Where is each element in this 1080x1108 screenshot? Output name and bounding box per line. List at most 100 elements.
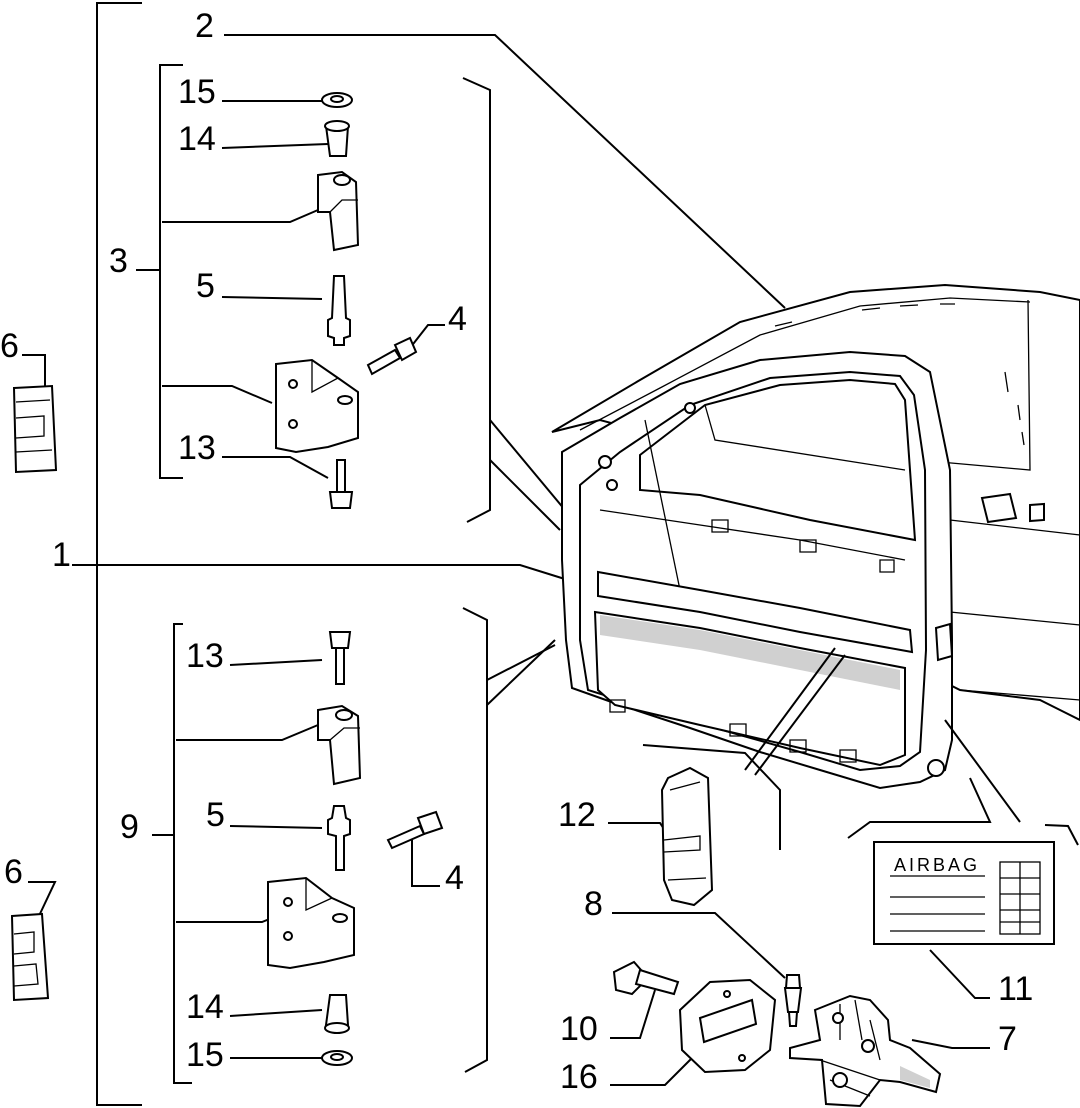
callout-15-lower: 15 [186, 1036, 224, 1074]
leader-5b [229, 825, 323, 829]
bracket-upper-right [462, 77, 491, 523]
striker-plate-16-hole-a [723, 990, 731, 998]
callout-15-upper: 15 [178, 73, 216, 111]
leader-16 [610, 1049, 701, 1086]
hinge-hole-e [283, 931, 293, 941]
door-lock-recess [1029, 502, 1045, 523]
screw-13a-head [328, 491, 354, 509]
callout-1: 1 [52, 536, 71, 574]
callout-12: 12 [558, 796, 596, 834]
callout-10: 10 [560, 1010, 598, 1048]
callout-5-lower: 5 [206, 796, 225, 834]
clip-6b-slots [13, 931, 39, 987]
door-window-guide [644, 419, 681, 591]
callout-8: 8 [584, 885, 603, 923]
bolt-8-body [783, 987, 803, 1013]
leader-6b [28, 881, 57, 919]
door-lock-7-shade [900, 1066, 930, 1088]
screw-13a-shank [336, 459, 346, 493]
striker-plate-16-slot [698, 998, 758, 1044]
airbag-pointer-c [944, 719, 1021, 823]
leader-5a [221, 296, 323, 300]
hinge-hole-c [337, 395, 353, 405]
airbag-pointer-a [847, 777, 992, 839]
callout-16: 16 [560, 1058, 598, 1096]
bolt-8-tip [787, 1011, 799, 1027]
hinge-hole-f [332, 913, 348, 923]
leader-7 [911, 1039, 990, 1049]
hinge-pin-5b [327, 805, 351, 871]
door-lock-7-pivot-a [832, 1012, 844, 1024]
bracket-lower-hinge [173, 623, 192, 1084]
bolt-4a-shank [366, 348, 402, 376]
leader-3-lower [162, 385, 273, 404]
callout-13-lower: 13 [186, 637, 224, 675]
door-skin-rim [579, 297, 1031, 431]
clip-6b [10, 912, 50, 1002]
leader-3-upper [162, 209, 319, 223]
leader-4a [409, 324, 445, 349]
door-lock-7-pivot-c [832, 1072, 848, 1088]
hinge-pin-5a [327, 275, 351, 346]
callout-3: 3 [109, 242, 128, 280]
door-lower-partial-outline [642, 744, 781, 850]
leader-13b [229, 659, 323, 666]
callout-9: 9 [120, 808, 139, 846]
clip-6a-slots [15, 399, 53, 453]
bolt-4b-head [416, 810, 444, 836]
hinge-hole-b [288, 419, 298, 429]
hinge-upper-half-hole [333, 174, 351, 186]
hinge-lower-half-hole [335, 709, 353, 721]
airbag-label-title: AIRBAG [894, 855, 980, 875]
callout-5-upper: 5 [196, 267, 215, 305]
callout-7: 7 [998, 1020, 1017, 1058]
door-bolt-hole-a [598, 455, 612, 469]
pointer-upper-right-a [489, 459, 561, 531]
hinge-upper-half-edge [329, 199, 358, 213]
door-fastener-points [609, 519, 895, 763]
door-skin-creases [949, 519, 1080, 701]
leader-9-lower [176, 917, 273, 923]
leader-14b [229, 1009, 323, 1017]
leader-8 [612, 912, 786, 979]
callout-11: 11 [998, 970, 1033, 1008]
washer-15b-hole [330, 1053, 344, 1061]
door-bolt-hole-c [684, 402, 696, 414]
bolt-10-shank [634, 968, 680, 996]
hinge-hole-d [283, 897, 293, 907]
bracket-lower-right [462, 607, 488, 1073]
callout-6-lower: 6 [4, 853, 23, 891]
callout-4-lower: 4 [445, 859, 464, 897]
leader-12-pointer-a [744, 647, 836, 771]
door-bolt-hole-b [606, 479, 618, 491]
clip-6a [12, 384, 58, 474]
door-check-12-detail [663, 781, 707, 881]
bushing-14b [324, 994, 350, 1026]
hinge-lower-half-upper [317, 704, 362, 786]
door-skin-window-edge [939, 299, 1031, 471]
hinge-upper-half-upper [317, 170, 360, 252]
door-handle-recess [980, 492, 1018, 524]
door-impact-beam [597, 570, 914, 654]
leader-6a [22, 354, 46, 388]
bushing-14a-top [324, 120, 350, 132]
callout-4-upper: 4 [448, 300, 467, 338]
leader-10 [610, 989, 656, 1039]
hinge-hole-a [288, 379, 298, 389]
bolt-8-head [784, 974, 802, 989]
striker-plate-16-hole-b [738, 1054, 746, 1062]
hinge-lower-half-lower [267, 876, 355, 970]
door-rail [599, 509, 906, 561]
hinge-upper-lower-edge [311, 360, 339, 394]
leader-13a [222, 456, 329, 479]
airbag-label-sticker [873, 841, 1055, 945]
door-check-12 [660, 766, 714, 907]
leader-9-upper [176, 724, 319, 741]
pointer-lower-right-b [486, 639, 556, 706]
bracket-upper-hinge [159, 64, 183, 479]
washer-15a-hole [330, 95, 344, 103]
door-latch-opening [934, 622, 954, 662]
callout-14-upper: 14 [178, 120, 216, 158]
